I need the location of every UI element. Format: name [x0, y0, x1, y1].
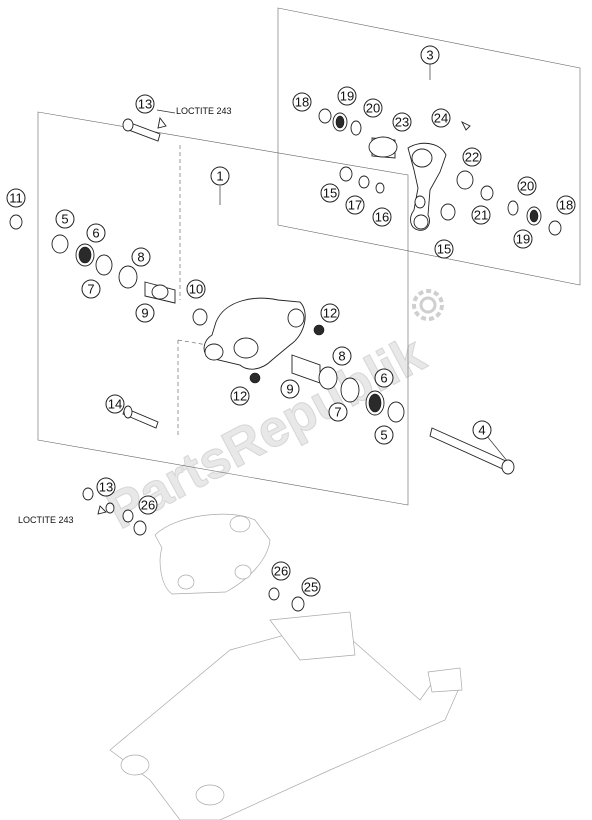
svg-text:6: 6	[380, 371, 387, 386]
svg-text:9: 9	[286, 382, 293, 397]
loctite-note-top: LOCTITE 243	[176, 106, 232, 116]
svg-text:18: 18	[559, 198, 573, 213]
subassembly-1-frame	[37, 111, 409, 506]
callout-13[interactable]: 13	[96, 477, 116, 497]
callout-19[interactable]: 19	[337, 86, 357, 106]
svg-text:3: 3	[426, 48, 433, 63]
swingarm-ghost	[109, 513, 463, 820]
callout-1[interactable]: 1	[210, 166, 230, 186]
svg-text:5: 5	[61, 212, 68, 227]
linkage-rod-assembly	[318, 108, 562, 236]
svg-text:18: 18	[295, 95, 309, 110]
svg-text:12: 12	[233, 389, 247, 404]
callout-20[interactable]: 20	[517, 176, 537, 196]
svg-text:21: 21	[474, 208, 488, 223]
callout-8[interactable]: 8	[332, 346, 352, 366]
callout-22[interactable]: 22	[462, 147, 482, 167]
svg-text:20: 20	[366, 101, 380, 116]
callout-9[interactable]: 9	[280, 379, 300, 399]
svg-text:11: 11	[9, 191, 23, 206]
callout-24[interactable]: 24	[431, 108, 451, 128]
svg-text:26: 26	[274, 564, 288, 579]
svg-text:22: 22	[465, 150, 479, 165]
svg-text:23: 23	[395, 115, 409, 130]
callout-6[interactable]: 6	[86, 223, 106, 243]
callout-11[interactable]: 11	[6, 188, 26, 208]
svg-text:20: 20	[520, 179, 534, 194]
svg-text:17: 17	[348, 198, 362, 213]
callout-23[interactable]: 23	[392, 112, 412, 132]
svg-text:7: 7	[87, 282, 94, 297]
svg-text:14: 14	[108, 397, 122, 412]
svg-text:12: 12	[323, 306, 337, 321]
svg-text:1: 1	[216, 169, 223, 184]
gear-logo-icon	[412, 289, 444, 321]
callout-26[interactable]: 26	[138, 495, 158, 515]
callout-5[interactable]: 5	[374, 425, 394, 445]
callout-4[interactable]: 4	[472, 420, 492, 440]
svg-text:26: 26	[141, 498, 155, 513]
callout-20[interactable]: 20	[363, 98, 383, 118]
callout-7[interactable]: 7	[328, 402, 348, 422]
callout-26[interactable]: 26	[271, 561, 291, 581]
callout-17[interactable]: 17	[345, 195, 365, 215]
callout-7[interactable]: 7	[81, 279, 101, 299]
svg-text:24: 24	[434, 111, 448, 126]
callout-8[interactable]: 8	[131, 247, 151, 267]
svg-text:7: 7	[334, 405, 341, 420]
svg-text:25: 25	[304, 580, 318, 595]
callout-21[interactable]: 21	[471, 205, 491, 225]
callout-18[interactable]: 18	[292, 92, 312, 112]
svg-text:19: 19	[340, 89, 354, 104]
svg-text:8: 8	[137, 250, 144, 265]
svg-text:10: 10	[189, 282, 203, 297]
callout-12[interactable]: 12	[230, 386, 250, 406]
deflection-lever-assembly	[9, 116, 515, 475]
callout-13[interactable]: 13	[135, 94, 155, 114]
callout-6[interactable]: 6	[374, 368, 394, 388]
callout-3[interactable]: 3	[420, 45, 440, 65]
callout-14[interactable]: 14	[105, 394, 125, 414]
svg-text:16: 16	[375, 210, 389, 225]
svg-text:13: 13	[99, 480, 113, 495]
svg-text:5: 5	[380, 428, 387, 443]
svg-text:13: 13	[138, 97, 152, 112]
svg-text:4: 4	[478, 423, 485, 438]
callout-16[interactable]: 16	[372, 207, 392, 227]
svg-text:15: 15	[437, 242, 451, 257]
callout-15[interactable]: 15	[320, 183, 340, 203]
callout-25[interactable]: 25	[301, 577, 321, 597]
callout-10[interactable]: 10	[186, 279, 206, 299]
svg-text:9: 9	[141, 306, 148, 321]
callout-15[interactable]: 15	[434, 239, 454, 259]
callout-12[interactable]: 12	[320, 303, 340, 323]
svg-text:15: 15	[323, 186, 337, 201]
callout-18[interactable]: 18	[556, 195, 576, 215]
callout-9[interactable]: 9	[135, 303, 155, 323]
callout-19[interactable]: 19	[513, 229, 533, 249]
svg-text:8: 8	[338, 349, 345, 364]
lower-small-parts	[82, 487, 305, 612]
svg-text:19: 19	[516, 232, 530, 247]
svg-text:6: 6	[92, 226, 99, 241]
callout-5[interactable]: 5	[55, 209, 75, 229]
loctite-note-bottom: LOCTITE 243	[18, 515, 74, 525]
